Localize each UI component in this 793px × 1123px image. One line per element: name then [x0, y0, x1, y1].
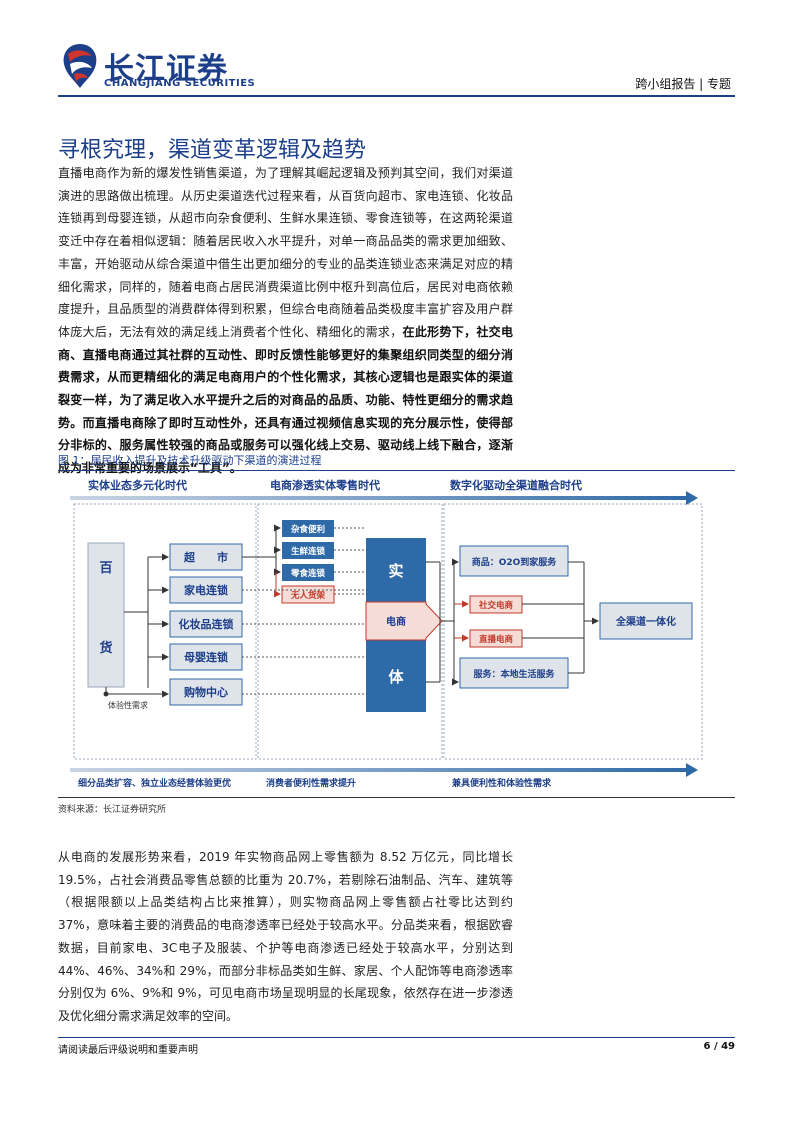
shiti-char-1: 实	[388, 562, 403, 580]
paragraph-normal-text: 直播电商作为新的爆发性销售渠道，为了理解其崛起逻辑及预判其空间，我们对渠道演进的…	[58, 166, 513, 339]
o2o-box	[459, 545, 569, 577]
format-box-snack	[282, 564, 334, 581]
bottom-timeline-band	[70, 763, 698, 777]
channel-evolution-diagram: 实体业态多元化时代 电商渗透实体零售时代 数字化驱动全渠道融合时代 百 货 体验…	[70, 478, 703, 789]
social-label: 社交电商	[478, 600, 514, 611]
live-label: 直播电商	[479, 634, 514, 645]
shiti-right-connectors	[426, 558, 459, 686]
chain-box-appliance	[169, 576, 243, 604]
figure-source: 资料来源：长江证券研究所	[58, 805, 167, 815]
bottom-label-1: 细分品类扩容、独立业态经营体验更优	[78, 777, 231, 789]
format-box-fresh	[282, 542, 334, 559]
baihuo-char-1: 百	[99, 561, 112, 576]
format-label-snack: 零食连锁	[290, 568, 326, 579]
chain-label-cosmetics: 化妆品连锁	[179, 617, 234, 631]
o2o-label: 商品：O2O到家服务	[472, 556, 558, 568]
logo-chinese-name: 长江证券	[104, 52, 228, 87]
format-label-unmanned: 无人货架	[290, 590, 326, 601]
baihuo-box	[87, 542, 125, 688]
format-label-fresh: 生鲜连锁	[291, 546, 326, 557]
omni-box	[599, 602, 693, 640]
omni-label: 全渠道一体化	[615, 615, 676, 628]
ecommerce-red-connectors	[454, 600, 469, 642]
body-paragraph-2: 从电商的发展形势来看，2019 年实物商品网上零售额为 8.52 万亿元，同比增…	[58, 850, 513, 1023]
page-number: 6 / 49	[703, 1041, 736, 1052]
chain-box-cosmetics	[169, 610, 243, 638]
experience-label: 体验性需求	[108, 700, 148, 710]
chain-box-mall	[169, 678, 243, 706]
logo-english-name: CHANGJIANG SECURITIES	[104, 78, 256, 89]
report-type-label: 跨小组报告 | 专题	[635, 77, 731, 91]
shiti-block	[365, 538, 443, 712]
top-timeline-band	[70, 491, 698, 505]
dianshang-label: 电商	[386, 615, 406, 628]
footer-disclaimer: 请阅读最后评级说明和重要声明	[58, 1045, 198, 1056]
chain-label-mall: 购物中心	[184, 685, 228, 699]
era-label-2: 电商渗透实体零售时代	[270, 478, 380, 492]
chain-label-appliance: 家电连锁	[184, 583, 228, 597]
bottom-label-3: 兼具便利性和体验性需求	[451, 777, 552, 789]
format-box-convenience	[282, 520, 334, 537]
logo-mark-icon	[63, 44, 97, 88]
header-divider	[58, 95, 735, 97]
section-title: 寻根究理，渠道变革逻辑及趋势	[58, 138, 367, 163]
era-label-3: 数字化驱动全渠道融合时代	[450, 478, 582, 492]
baihuo-char-2: 货	[99, 640, 112, 656]
body-paragraph-1: 直播电商作为新的爆发性销售渠道，为了理解其崛起逻辑及预判其空间，我们对渠道演进的…	[58, 162, 513, 480]
era-panel-3	[443, 503, 703, 760]
chain-label-supermarket: 超 市	[183, 550, 228, 564]
baihuo-connectors	[105, 553, 169, 698]
figure-bottom-divider	[58, 797, 735, 798]
format-label-convenience: 杂食便利	[291, 524, 325, 535]
local-service-box	[459, 657, 569, 689]
era-panel-2	[257, 503, 443, 760]
chain-box-maternity	[169, 643, 243, 671]
supermarket-connectors	[242, 524, 281, 594]
figure-top-divider	[58, 470, 735, 471]
figure-title: 图 1：居民收入提升及技术升级驱动下渠道的演进过程	[58, 454, 322, 467]
footer-divider	[58, 1037, 735, 1038]
paragraph-bold-text: 在此形势下，社交电商、直播电商通过其社群的互动性、即时反馈性能够更好的集聚组织同…	[58, 324, 513, 476]
era-label-1: 实体业态多元化时代	[88, 478, 187, 492]
shiti-char-2: 体	[388, 668, 404, 686]
local-service-label: 服务：本地生活服务	[473, 668, 555, 680]
experience-dot	[103, 691, 109, 697]
chain-label-maternity: 母婴连锁	[184, 650, 228, 664]
omni-connectors	[522, 561, 599, 674]
era-panel-1	[73, 503, 257, 760]
dashed-to-shiti	[242, 527, 364, 695]
bottom-label-2: 消费者便利性需求提升	[266, 777, 356, 789]
